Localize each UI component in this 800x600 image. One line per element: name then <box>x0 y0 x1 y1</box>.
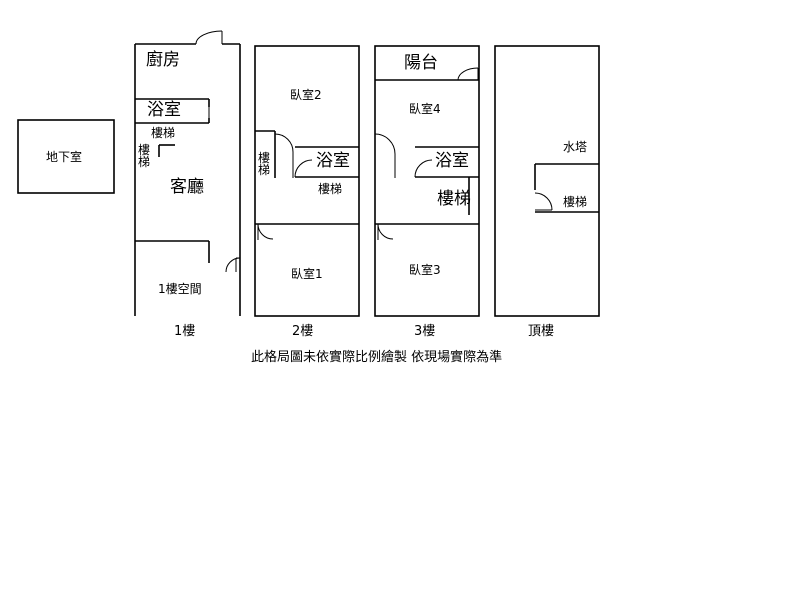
balcony-label: 陽台 <box>404 53 438 73</box>
basement-label: 地下室 <box>46 150 83 164</box>
floor1-stairs-side-text: 樓 梯 <box>138 143 151 169</box>
water-tower-label: 水塔 <box>563 140 588 154</box>
floor1-space-label: 1樓空間 <box>158 282 202 296</box>
floor2-stairs-side-label: 樓 梯 <box>258 152 270 176</box>
roof-caption: 頂樓 <box>528 324 555 339</box>
floor1-caption: 1樓 <box>174 324 196 339</box>
floor3-bedroom4-label: 臥室4 <box>409 102 441 116</box>
floor2-bedroom1-label: 臥室1 <box>291 267 323 281</box>
floor2-stairs-side-text: 樓 梯 <box>258 151 271 177</box>
floor2-caption: 2樓 <box>292 324 314 339</box>
floor-1-doors <box>195 30 241 273</box>
floor2-bedroom2-label: 臥室2 <box>290 88 322 102</box>
floor2-stairs-label: 樓梯 <box>318 182 343 196</box>
floor3-caption: 3樓 <box>414 324 436 339</box>
floor3-bedroom3-label: 臥室3 <box>409 263 441 277</box>
kitchen-label: 廚房 <box>146 50 180 70</box>
floor-1-walls <box>134 43 241 316</box>
footnote-disclaimer: 此格局圖未依實際比例繪製 依現場實際為準 <box>251 350 503 365</box>
roof-door <box>534 192 553 211</box>
floor1-stairs-side-label: 樓 梯 <box>138 144 150 168</box>
floor-3-doors <box>374 67 479 240</box>
floor-2-doors <box>257 133 313 240</box>
floor2-bathroom-label: 浴室 <box>316 151 350 171</box>
roof-stairs-label: 樓梯 <box>563 195 588 209</box>
floor1-stairs-label: 樓梯 <box>151 126 176 140</box>
floor3-bathroom-label: 浴室 <box>435 151 469 171</box>
roof-walls <box>494 45 600 317</box>
living-room-label: 客廳 <box>170 177 204 197</box>
basement-outline <box>17 119 115 194</box>
floor1-bathroom-label: 浴室 <box>147 100 181 120</box>
floor3-stairs-label: 樓梯 <box>437 189 471 209</box>
floor-2-walls <box>254 45 360 317</box>
floor-3-walls <box>374 45 480 317</box>
